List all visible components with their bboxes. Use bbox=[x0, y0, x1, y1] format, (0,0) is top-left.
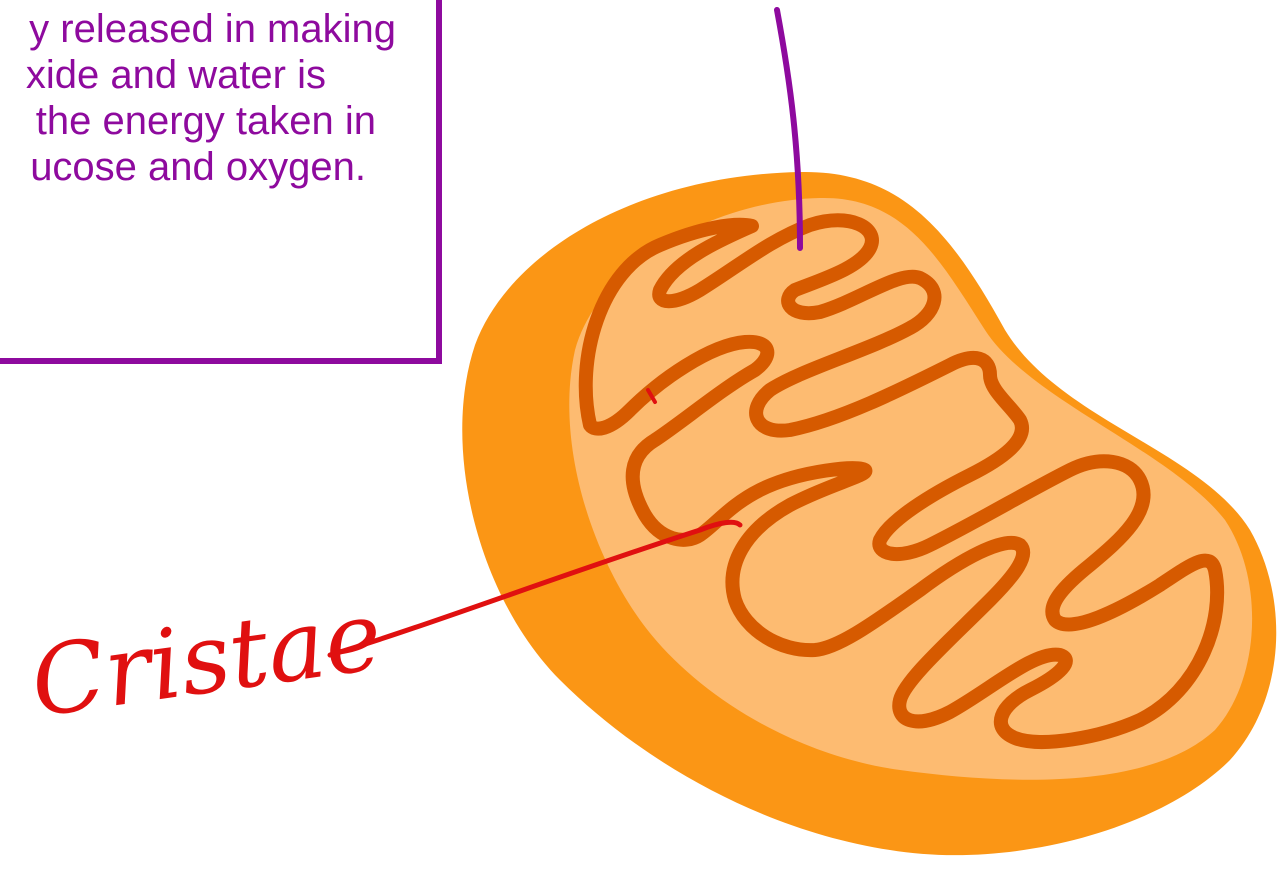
cristae-label: Cristae bbox=[24, 579, 388, 739]
